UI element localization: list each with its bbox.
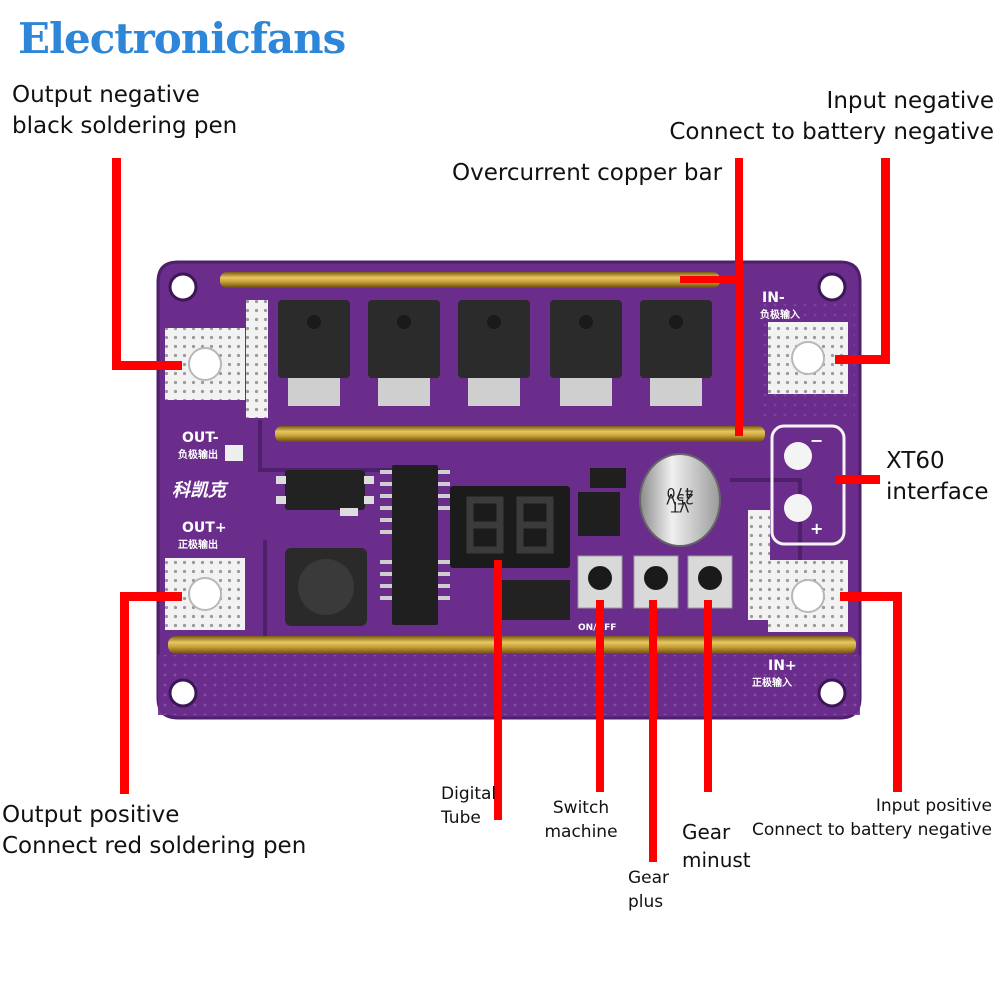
label-input-negative: Input negative Connect to battery negati… (669, 86, 994, 148)
leader-gear-minus (704, 600, 712, 792)
label-gear-plus: Gear plus (628, 866, 669, 914)
silk-maker: 科凯克 (172, 480, 229, 501)
label-switch-line1: Switch (552, 798, 610, 818)
silk-out-plus: OUT+ (182, 520, 227, 536)
label-output-positive-line2: Connect red soldering pen (2, 833, 307, 859)
leader-output-negative-horizontal (112, 361, 182, 370)
leader-output-positive-vertical (120, 592, 129, 794)
label-output-negative: Output negative black soldering pen (12, 80, 237, 142)
silk-in-minus: IN- (762, 290, 785, 306)
label-input-positive: Input positive Connect to battery negati… (752, 794, 992, 842)
leader-digital-tube (494, 560, 502, 820)
label-input-negative-line1: Input negative (826, 88, 994, 114)
silk-xt60-plus: + (810, 519, 823, 538)
label-gear-minus-line2: minust (682, 848, 751, 872)
label-switch: Switch machine (535, 796, 627, 844)
label-xt60-line1: XT60 (886, 448, 945, 474)
label-xt60: XT60 interface (886, 446, 989, 508)
label-digital-tube-line1: Digital (441, 784, 497, 804)
label-gear-minus: Gear minust (682, 818, 751, 874)
brand-logo: Electronicfans (18, 14, 346, 63)
label-digital-tube-line2: Tube (441, 808, 481, 828)
label-output-positive-line1: Output positive (2, 802, 180, 828)
silk-out-minus: OUT- (182, 430, 219, 446)
label-digital-tube: Digital Tube (441, 782, 496, 830)
label-input-negative-line2: Connect to battery negative (669, 119, 994, 145)
leader-copper-bar-horizontal (680, 276, 740, 283)
label-output-negative-line1: Output negative (12, 82, 200, 108)
label-input-positive-line1: Input positive (875, 796, 992, 816)
silk-in-minus-cn: 负极输入 (760, 308, 800, 321)
leader-output-negative-vertical (112, 158, 121, 370)
leader-switch (596, 600, 604, 792)
silk-out-plus-cn: 正极输出 (178, 538, 218, 551)
silk-in-plus-cn: 正极输入 (752, 676, 792, 689)
leader-input-negative-horizontal (835, 355, 890, 364)
leader-gear-plus (649, 600, 657, 862)
silk-xt60-minus: − (810, 431, 823, 450)
leader-input-positive-vertical (893, 592, 902, 792)
cap-label-series: VT (670, 498, 689, 514)
silk-in-plus: IN+ (768, 658, 797, 674)
label-copper-bar: Overcurrent copper bar (452, 160, 723, 186)
leader-input-negative-vertical (881, 158, 890, 364)
leader-xt60 (836, 475, 880, 484)
cap-label-voltage: 25V (666, 490, 694, 506)
label-xt60-line2: interface (886, 479, 989, 505)
silk-out-minus-cn: 负极输出 (178, 448, 218, 461)
label-output-positive: Output positive Connect red soldering pe… (2, 800, 306, 862)
label-switch-line2: machine (544, 822, 618, 842)
cap-label-value: 470 (667, 484, 694, 500)
label-input-positive-line2: Connect to battery negative (752, 820, 992, 840)
leader-input-positive-horizontal (840, 592, 902, 601)
label-output-negative-line2: black soldering pen (12, 113, 238, 139)
label-gear-plus-line2: plus (628, 892, 664, 912)
leader-copper-bar-vertical (735, 158, 743, 436)
label-gear-plus-line1: Gear (628, 868, 670, 888)
leader-output-positive-horizontal (120, 592, 182, 601)
label-gear-minus-line1: Gear (682, 820, 731, 844)
